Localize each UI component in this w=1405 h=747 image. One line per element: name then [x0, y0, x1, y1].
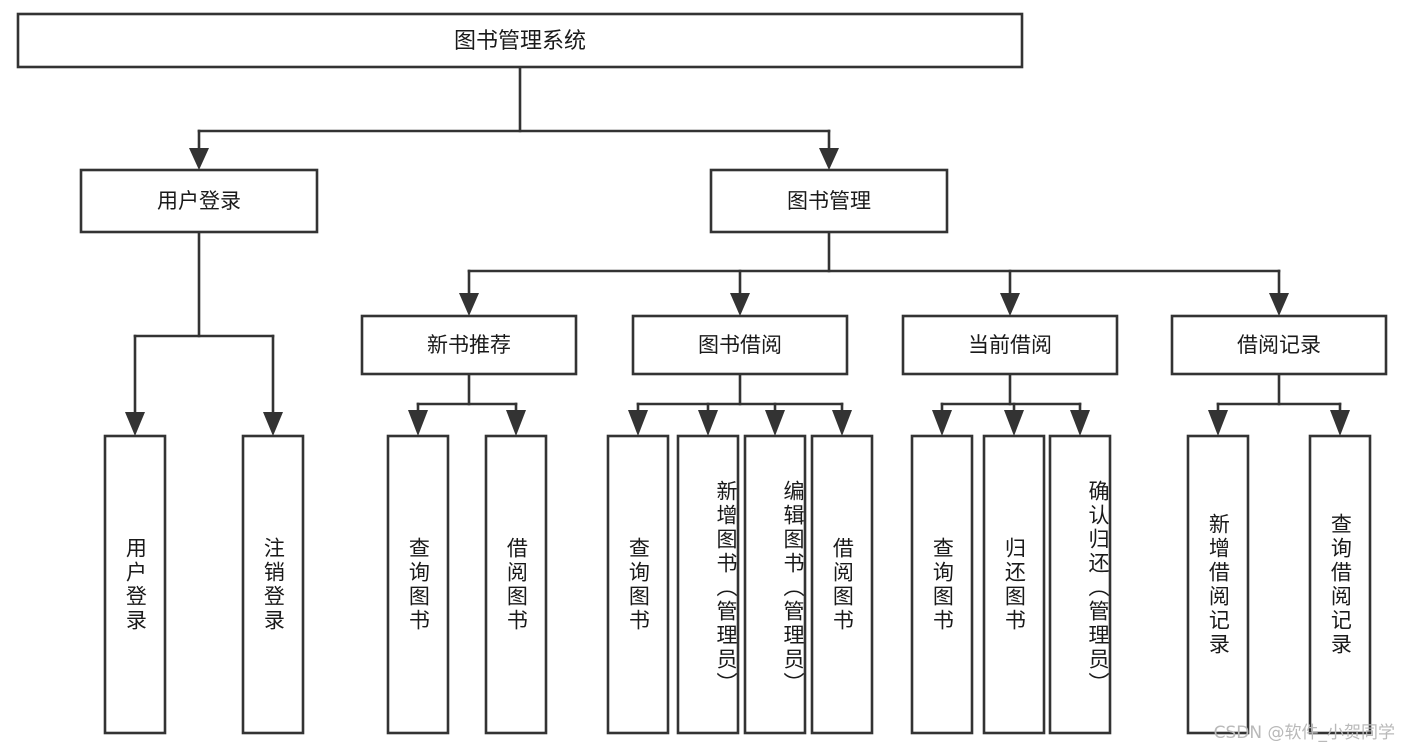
node-box-leaf-add-borrow-record[interactable] [1186, 434, 1250, 735]
node-box-borrow-record[interactable] [1170, 314, 1388, 376]
node-box-root[interactable] [16, 12, 1024, 69]
arrow-head-new-book-rec [459, 293, 479, 316]
node-label-book-management: 图书管理 [787, 189, 871, 213]
node-label-new-book-recommend: 新书推荐 [427, 333, 511, 357]
node-label-root: 图书管理系统 [454, 29, 586, 54]
node-box-leaf-query-borrow-record[interactable] [1308, 434, 1372, 735]
node-label-user-login: 用户登录 [157, 189, 241, 213]
arrow-head-borrow-leaf-3 [765, 410, 785, 436]
node-layer: 图书管理系统 用户登录 图书管理 新书推荐 图书借阅 当前借阅 借阅记录 [16, 12, 1388, 735]
arrow-head-leaf-user-login [125, 412, 145, 436]
arrow-head-newbook-leaf-2 [506, 410, 526, 436]
arrow-head-book-mgmt [819, 148, 839, 170]
node-label-borrow-record: 借阅记录 [1237, 333, 1321, 357]
connector-layer [125, 65, 1350, 436]
arrow-head-borrow-record [1269, 293, 1289, 316]
node-box-leaf-confirm-return-admin[interactable] [1048, 434, 1112, 735]
node-box-leaf-borrow-book-newrec[interactable] [484, 434, 548, 735]
node-box-leaf-return-book[interactable] [982, 434, 1046, 735]
node-box-current-borrow[interactable] [901, 314, 1119, 376]
node-box-leaf-borrow-book[interactable] [810, 434, 874, 735]
arrow-head-current-leaf-1 [932, 410, 952, 436]
arrow-head-borrow-leaf-2 [698, 410, 718, 436]
node-box-leaf-query-book-current[interactable] [910, 434, 974, 735]
arrow-head-borrow-leaf-1 [628, 410, 648, 436]
arrow-head-leaf-logout [263, 412, 283, 436]
node-box-leaf-edit-book-admin[interactable] [743, 434, 807, 735]
node-box-leaf-add-book-admin[interactable] [676, 434, 740, 735]
node-box-leaf-logout[interactable] [241, 434, 305, 735]
arrow-head-record-leaf-1 [1208, 410, 1228, 436]
arrow-head-current-borrow [1000, 293, 1020, 316]
node-label-book-borrow: 图书借阅 [698, 333, 782, 357]
node-box-leaf-query-book-newrec[interactable] [386, 434, 450, 735]
arrow-head-book-borrow [730, 293, 750, 316]
node-box-new-book-recommend[interactable] [360, 314, 578, 376]
node-box-user-login[interactable] [79, 168, 319, 234]
node-box-leaf-user-login[interactable] [103, 434, 167, 735]
arrow-head-borrow-leaf-4 [832, 410, 852, 436]
node-box-book-management[interactable] [709, 168, 949, 234]
arrow-head-current-leaf-2 [1004, 410, 1024, 436]
arrow-head-record-leaf-2 [1330, 410, 1350, 436]
node-label-current-borrow: 当前借阅 [968, 333, 1052, 357]
node-box-leaf-query-book-borrow[interactable] [606, 434, 670, 735]
arrow-head-newbook-leaf-1 [408, 410, 428, 436]
arrow-head-user-login [189, 148, 209, 170]
node-box-book-borrow[interactable] [631, 314, 849, 376]
arrow-head-current-leaf-3 [1070, 410, 1090, 436]
